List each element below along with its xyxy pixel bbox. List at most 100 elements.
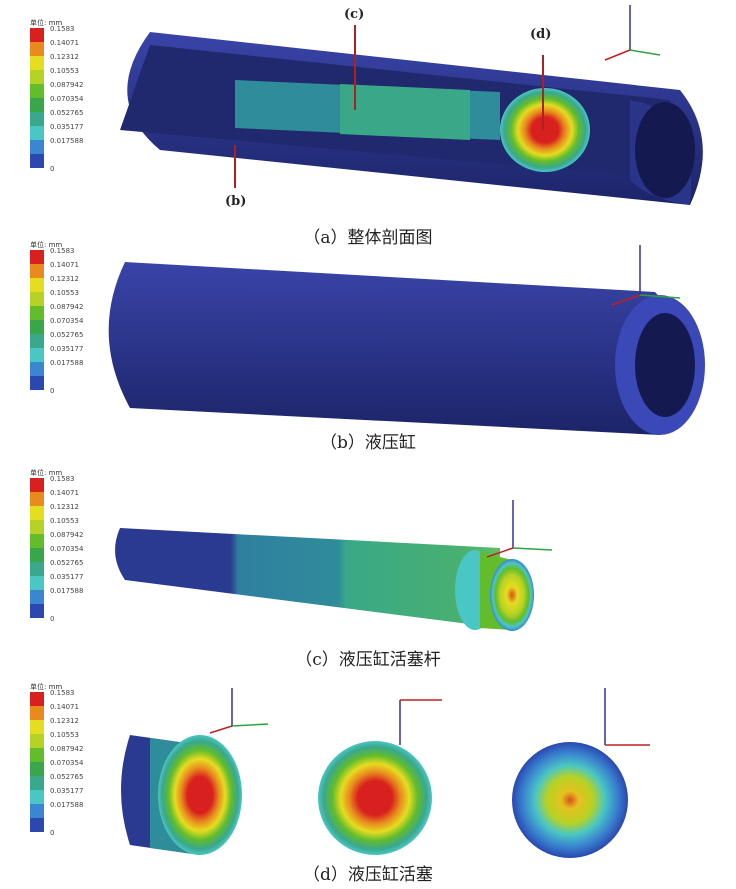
legend-row: 0.070354 bbox=[30, 759, 120, 776]
cylinder-view bbox=[108, 262, 705, 435]
legend-swatch bbox=[30, 520, 44, 534]
legend-swatch bbox=[30, 534, 44, 548]
legend-value: 0.087942 bbox=[50, 81, 84, 89]
legend-row: 0.087942 bbox=[30, 303, 120, 320]
marker-d: (d) bbox=[530, 27, 551, 42]
legend-title: 单位: mm bbox=[30, 469, 63, 477]
legend-value: 0.1583 bbox=[50, 247, 75, 255]
legend-swatch bbox=[30, 562, 44, 576]
legend-row: 0.12312 bbox=[30, 53, 120, 70]
legend-swatch bbox=[30, 804, 44, 818]
legend-swatch bbox=[30, 720, 44, 734]
legend-row: 0.10553 bbox=[30, 731, 120, 748]
legend-value: 0.052765 bbox=[50, 331, 84, 339]
legend-value: 0.12312 bbox=[50, 53, 79, 61]
legend-row: 0.087942 bbox=[30, 531, 120, 548]
legend-swatch bbox=[30, 790, 44, 804]
marker-c: (c) bbox=[344, 7, 364, 22]
legend-row: 0.12312 bbox=[30, 275, 120, 292]
caption-c: （c）液压缸活塞杆 bbox=[295, 650, 441, 670]
legend-swatch bbox=[30, 362, 44, 376]
legend-value: 0.035177 bbox=[50, 123, 84, 131]
legend-value: 0.12312 bbox=[50, 717, 79, 725]
legend-value: 0.070354 bbox=[50, 317, 84, 325]
legend-value: 0.087942 bbox=[50, 531, 84, 539]
legend-swatch bbox=[30, 818, 44, 832]
legend-row: 0.12312 bbox=[30, 503, 120, 520]
legend-value: 0.017588 bbox=[50, 801, 84, 809]
legend-swatch bbox=[30, 776, 44, 790]
legend-row: 0.14071 bbox=[30, 489, 120, 506]
legend-swatch bbox=[30, 250, 44, 264]
legend-value: 0.070354 bbox=[50, 759, 84, 767]
legend-swatch bbox=[30, 762, 44, 776]
legend-swatch bbox=[30, 84, 44, 98]
caption-b: （b）液压缸 bbox=[320, 433, 416, 453]
legend-row: 0.1583 bbox=[30, 247, 120, 264]
legend-swatch bbox=[30, 42, 44, 56]
legend-row: 0.10553 bbox=[30, 289, 120, 306]
legend-row: 0.017588 bbox=[30, 137, 120, 154]
caption-a: （a）整体剖面图 bbox=[303, 228, 433, 248]
axis-triad bbox=[209, 5, 681, 746]
legend-row bbox=[30, 604, 120, 618]
legend-value: 0.035177 bbox=[50, 573, 84, 581]
legend-row: 0.10553 bbox=[30, 67, 120, 84]
legend-swatch bbox=[30, 478, 44, 492]
legend-swatch bbox=[30, 70, 44, 84]
legend-row: 0.017588 bbox=[30, 587, 120, 604]
legend-title: 单位: mm bbox=[30, 683, 63, 691]
legend-value: 0 bbox=[50, 615, 55, 623]
piston-rod-view bbox=[115, 528, 534, 631]
legend-value: 0.087942 bbox=[50, 303, 84, 311]
legend-swatch bbox=[30, 734, 44, 748]
legend-swatch bbox=[30, 706, 44, 720]
legend-row: 0.14071 bbox=[30, 39, 120, 56]
legend-row: 0.087942 bbox=[30, 81, 120, 98]
legend-swatch bbox=[30, 692, 44, 706]
legend-row: 0.052765 bbox=[30, 559, 120, 576]
legend-value: 0 bbox=[50, 165, 55, 173]
legend-value: 0.1583 bbox=[50, 689, 75, 697]
legend-title: 单位: mm bbox=[30, 241, 63, 249]
legend-value: 0.12312 bbox=[50, 275, 79, 283]
legend-value: 0.087942 bbox=[50, 745, 84, 753]
legend-swatch bbox=[30, 590, 44, 604]
legend-value: 0.1583 bbox=[50, 25, 75, 33]
legend-value: 0.052765 bbox=[50, 559, 84, 567]
legend-row: 0.12312 bbox=[30, 717, 120, 734]
legend-swatch bbox=[30, 140, 44, 154]
legend-swatch bbox=[30, 548, 44, 562]
legend-value: 0.10553 bbox=[50, 517, 79, 525]
legend-row: 0.017588 bbox=[30, 359, 120, 376]
legend-row: 0.14071 bbox=[30, 703, 120, 720]
legend-value: 0.052765 bbox=[50, 773, 84, 781]
legend-value: 0 bbox=[50, 387, 55, 395]
legend-row: 0.1583 bbox=[30, 689, 120, 706]
legend-value: 0.017588 bbox=[50, 137, 84, 145]
legend-value: 0.017588 bbox=[50, 587, 84, 595]
legend-value: 0.070354 bbox=[50, 545, 84, 553]
legend-row: 0.070354 bbox=[30, 545, 120, 562]
legend-value: 0.10553 bbox=[50, 67, 79, 75]
section-view: (c) (d) (b) bbox=[120, 7, 703, 209]
legend-row: 0.052765 bbox=[30, 109, 120, 126]
legend-title: 单位: mm bbox=[30, 19, 63, 27]
legend-value: 0.14071 bbox=[50, 261, 79, 269]
legend-swatch bbox=[30, 376, 44, 390]
legend-row: 0.035177 bbox=[30, 787, 120, 804]
legend-swatch bbox=[30, 126, 44, 140]
legend-swatch bbox=[30, 112, 44, 126]
legend-row: 0.052765 bbox=[30, 331, 120, 348]
legend-swatch bbox=[30, 56, 44, 70]
legend-row bbox=[30, 818, 120, 832]
legend-swatch bbox=[30, 506, 44, 520]
legend-value: 0.14071 bbox=[50, 39, 79, 47]
legend-value: 0.052765 bbox=[50, 109, 84, 117]
legend-value: 0.10553 bbox=[50, 731, 79, 739]
legend-row bbox=[30, 376, 120, 390]
